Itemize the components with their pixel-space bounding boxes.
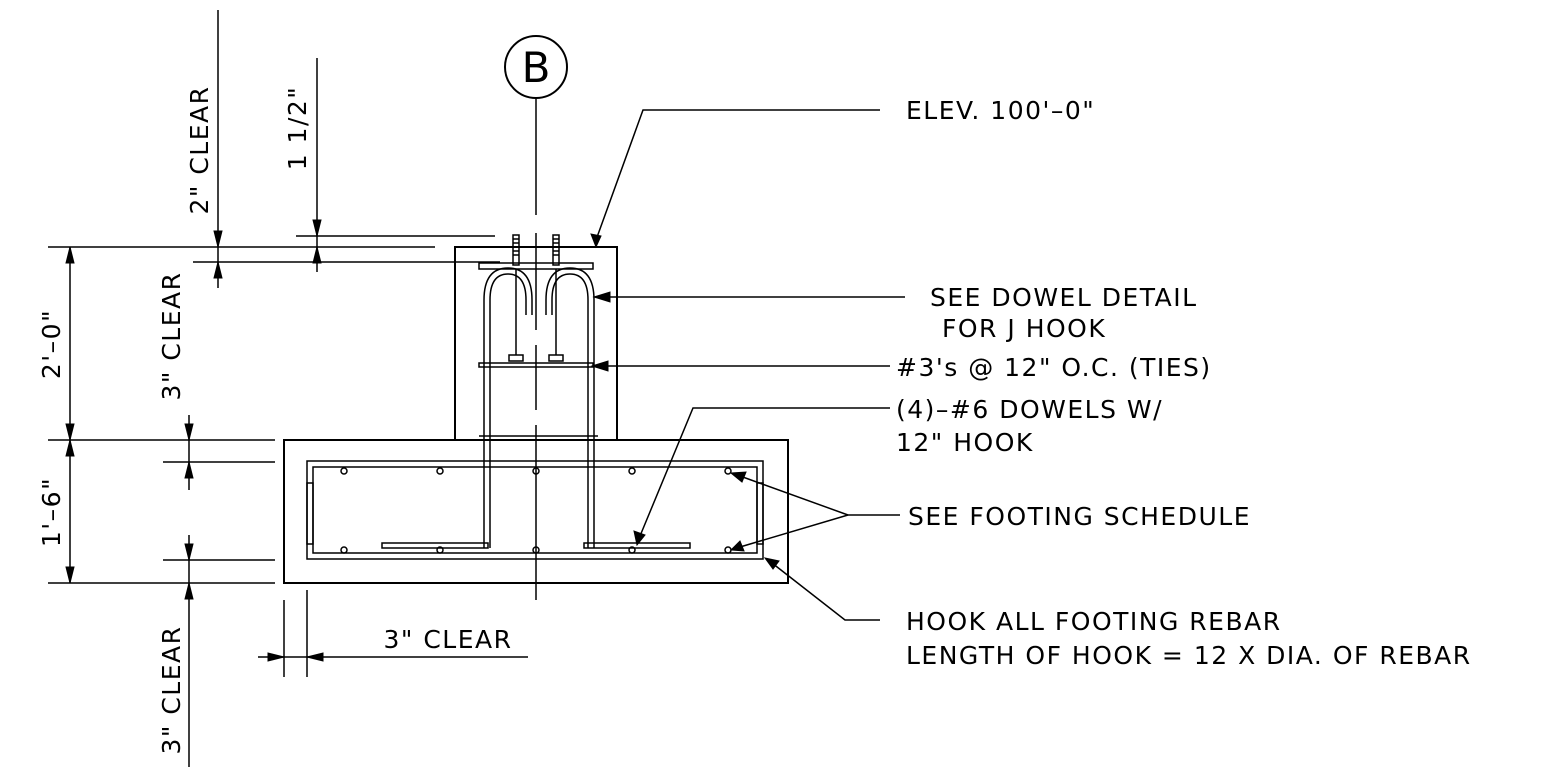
rebar-dot (436, 546, 444, 554)
note-dowels-line1: (4)–#6 DOWELS W/ (896, 395, 1163, 424)
note-footing-schedule: SEE FOOTING SCHEDULE (908, 502, 1251, 531)
dowels (479, 267, 598, 548)
leader-dowels (633, 407, 890, 547)
rebar-dot (724, 467, 732, 475)
anchor-bolts (508, 234, 564, 362)
note-dowel-detail-line2: FOR J HOOK (942, 314, 1106, 343)
note-dowel-detail-line1: SEE DOWEL DETAIL (930, 283, 1198, 312)
note-hook-line2: LENGTH OF HOOK = 12 X DIA. OF REBAR (906, 641, 1472, 670)
leader-hook (763, 557, 880, 621)
dim-bottom-clear: 3" CLEAR (157, 625, 186, 754)
rebar-dot (532, 467, 540, 475)
dim-top-clear: 2" CLEAR (185, 85, 214, 214)
note-dowels-line2: 12" HOOK (896, 428, 1034, 457)
dim-footing-depth: 1'–6" (37, 477, 66, 547)
note-ties: #3's @ 12" O.C. (TIES) (896, 353, 1212, 382)
leader-footing-schedule (729, 471, 900, 552)
grid-line-b: B (504, 35, 568, 600)
rebar-dot (628, 467, 636, 475)
dim-pier-height: 2'–0" (37, 309, 66, 379)
rebar-dot (340, 467, 348, 475)
rebar-dot (340, 546, 348, 554)
rebar-dot (532, 546, 540, 554)
dim-anchor-projection: 1 1/2" (283, 86, 312, 171)
leader-ties (590, 360, 890, 372)
dim-pier-clear: 3" CLEAR (157, 271, 186, 400)
dim-side-clear: 3" CLEAR (383, 625, 512, 654)
grid-bubble-label: B (522, 43, 551, 92)
rebar-dot (628, 546, 636, 554)
note-hook-line1: HOOK ALL FOOTING REBAR (906, 607, 1282, 636)
leader-elevation (590, 109, 880, 249)
dimension-lines (48, 10, 528, 767)
rebar-dot (436, 467, 444, 475)
rebar-dot (724, 546, 732, 554)
footing-rebar-cage (306, 460, 764, 560)
leader-dowel-detail (592, 291, 905, 303)
note-elevation: ELEV. 100'–0" (906, 96, 1095, 125)
pier-ties (478, 262, 594, 368)
